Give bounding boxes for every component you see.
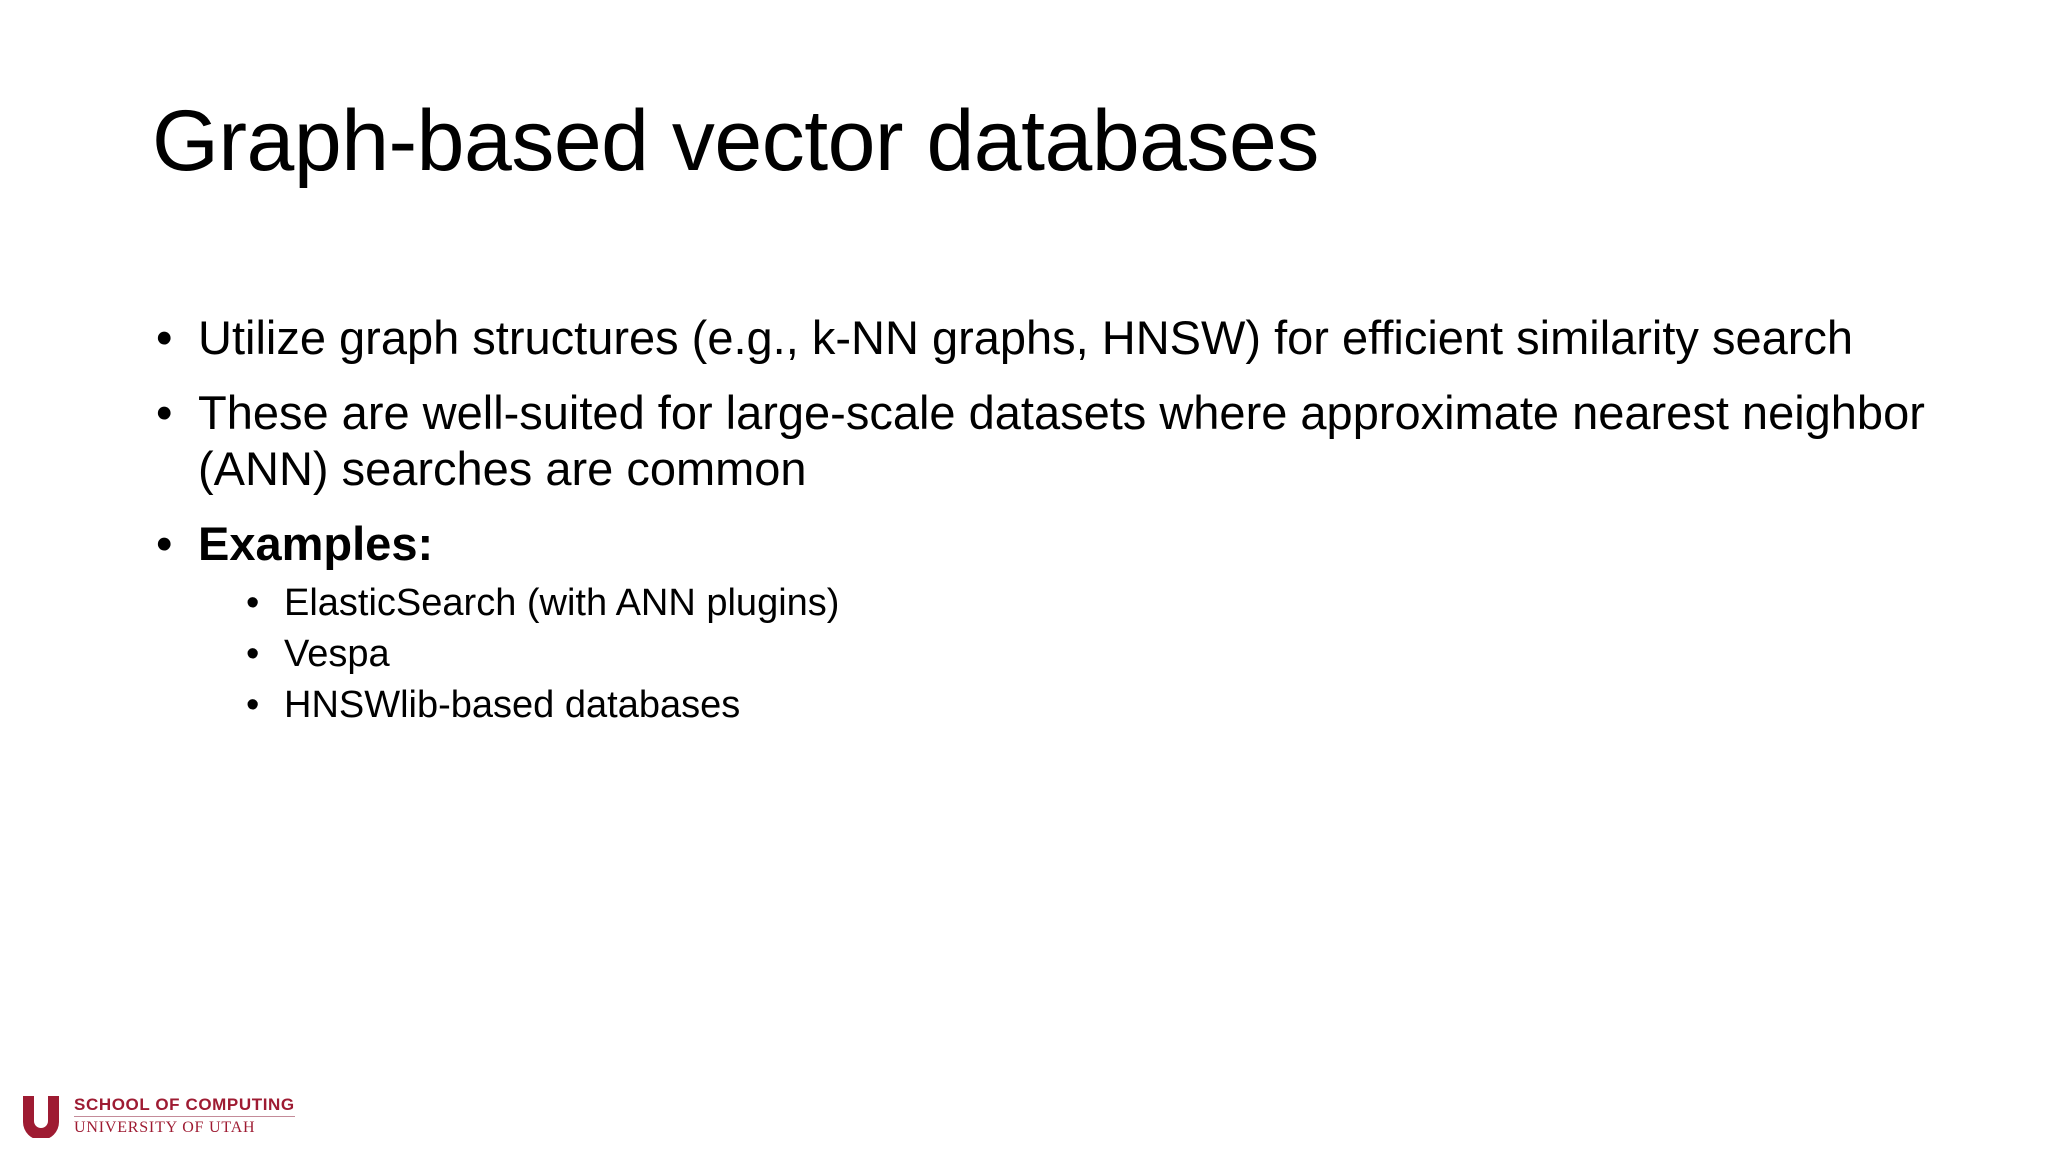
list-item-label: Examples: [198, 517, 434, 571]
logo-school-name: SCHOOL OF COMPUTING [74, 1095, 295, 1114]
slide-body: • Utilize graph structures (e.g., k-NN g… [150, 310, 1940, 741]
bullet-icon: • [156, 386, 173, 440]
bullet-icon: • [246, 581, 260, 624]
logo-divider [74, 1116, 295, 1118]
sub-list-item-label: Vespa [284, 632, 390, 675]
bullet-icon: • [156, 517, 173, 571]
bullet-list: • Utilize graph structures (e.g., k-NN g… [150, 310, 1940, 731]
logo-university-name: UNIVERSITY OF UTAH [74, 1119, 256, 1137]
page-title: Graph-based vector databases [152, 93, 1319, 189]
bullet-icon: • [246, 632, 260, 675]
sub-list-item: • Vespa [240, 629, 1940, 680]
sub-list-item-label: HNSWlib-based databases [284, 683, 741, 726]
bullet-icon: • [246, 683, 260, 726]
list-item-label: These are well-suited for large-scale da… [198, 386, 1925, 495]
sub-list-item: • ElasticSearch (with ANN plugins) [240, 578, 1940, 629]
sub-list-item: • HNSWlib-based databases [240, 680, 1940, 731]
list-item: • Utilize graph structures (e.g., k-NN g… [150, 310, 1940, 365]
bullet-icon: • [156, 311, 173, 364]
logo-text-block: SCHOOL OF COMPUTING UNIVERSITY OF UTAH [74, 1092, 295, 1137]
list-item: • These are well-suited for large-scale … [150, 385, 1940, 496]
list-item-label: Utilize graph structures (e.g., k-NN gra… [198, 311, 1854, 364]
university-logo: SCHOOL OF COMPUTING UNIVERSITY OF UTAH [18, 1092, 295, 1138]
sub-bullet-list: • ElasticSearch (with ANN plugins) • Ves… [198, 578, 1940, 731]
block-u-icon [23, 1096, 59, 1138]
sub-list-item-label: ElasticSearch (with ANN plugins) [284, 581, 840, 624]
list-item: • Examples: • ElasticSearch (with ANN pl… [150, 516, 1940, 730]
